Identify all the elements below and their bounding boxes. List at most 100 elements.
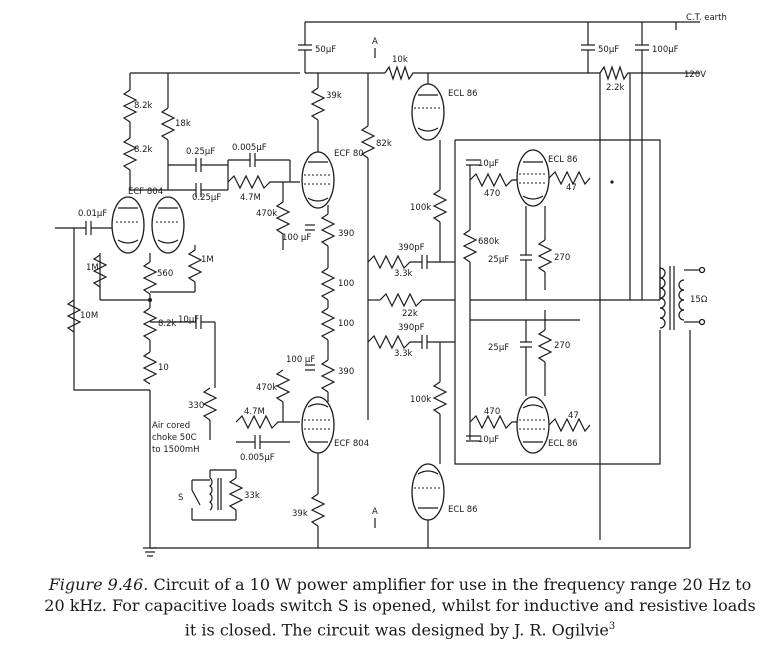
ecf804-left-label: ECF 804 [128,187,163,197]
c25uf-top-label: 25µF [488,255,509,265]
r680k-label: 680k [478,237,499,247]
r22k-label: 2.2k [606,83,625,93]
resistor-680k [462,229,478,263]
r100k-top-label: 100k [410,203,431,213]
r100-a-label: 100 [338,279,354,289]
resistor-390-top [320,213,336,247]
figure-number: Figure 9.46. [48,575,149,594]
r390-top-label: 390 [338,229,354,239]
c390pf-top-label: 390pF [398,243,425,253]
c10uf-mid-label: 10µF [178,315,199,325]
choke-label-2: choke 50C [152,433,197,443]
tube-ecl86-lower-right [516,396,550,454]
r82k-a-label: 8.2k [134,101,153,111]
resistor-8-2k-a [122,89,138,123]
r82k-b-label: 8.2k [134,145,153,155]
r33k-bottom-label: 3.3k [394,349,413,359]
c0005-bottom-label: 0.005µF [240,453,275,463]
resistor-470k-top [275,201,291,235]
resistor-3-3k-bottom [367,334,422,350]
resistor-470-bottom [469,414,517,430]
resistor-390-bottom [320,359,336,393]
c10uf-r-bottom-label: 10µF [478,435,499,445]
ohm15-label: 15Ω [690,295,708,305]
resistor-4-7m-top [227,174,300,190]
r1m-b-label: 1M [201,255,214,265]
ground-symbol [143,547,157,557]
r330-label: 330 [188,401,204,411]
r10-label: 10 [158,363,169,373]
point-a-bottom-label: A [372,507,378,517]
choke-label-1: Air cored [152,421,190,431]
c025-a-label: 0.25µF [186,147,215,157]
ecl86-bottom-label: ECL 86 [448,505,478,515]
resistor-470-top [469,172,517,188]
supply-rails [73,21,700,549]
r18k-label: 18k [175,119,191,129]
resistor-18k [160,107,176,141]
r470k-top-label: 470k [256,209,277,219]
capacitor-100uf-right [635,22,649,73]
c50-top-label: 50µF [315,45,336,55]
resistor-22k [379,292,455,308]
resistor-39k-bottom [310,493,326,527]
resistor-100-a [320,267,336,301]
switch-s [191,479,210,521]
resistor-100k-bottom [432,381,448,415]
r1m-a-label: 1M [86,263,99,273]
resistor-470k-bottom [275,369,291,403]
r100-b-label: 100 [338,319,354,329]
r47m-top-label: 4.7M [240,193,261,203]
resistor-10 [142,351,158,385]
resistor-4-7m-bottom [235,414,300,430]
tube-ecf804-left [111,196,185,254]
r470-top-label: 470 [484,189,500,199]
resistor-330 [202,387,218,421]
r270-bottom-label: 270 [554,341,570,351]
output-transformer [659,266,706,548]
choke-label-3: to 1500mH [152,445,200,455]
resistor-1m-a [92,254,108,288]
r100k-bottom-label: 100k [410,395,431,405]
resistor-100-b [320,307,336,341]
resistor-2-2k [599,65,630,81]
resistor-1m-b [187,249,203,283]
tube-ecl86-top [411,83,445,141]
ecf80-top-label: ECF 80 [334,149,364,159]
c50-right-label: 50µF [598,45,619,55]
ecl86-top-label: ECL 86 [448,89,478,99]
r47-top-label: 47 [566,183,577,193]
c10uf-r-top-label: 10µF [478,159,499,169]
v120-label: 120V [684,70,706,80]
c100-right-label: 100µF [652,45,679,55]
resistor-100k-top [432,189,448,223]
r47-bottom-label: 47 [568,411,579,421]
r47m-bottom-label: 4.7M [244,407,265,417]
c001-label: 0.01µF [78,209,107,219]
ecl86-upper-right-label: ECL 86 [548,155,578,165]
tube-ecl86-bottom [411,463,445,521]
resistor-8-2k-b [122,137,138,171]
r82k-c-label: 8.2k [158,319,177,329]
c100uf-top-label: 100 µF [282,233,311,243]
output-frame-top [455,139,661,300]
amplifier-schematic: C.T. earth 120V 50µF A 10k 50µF 100µF 2.… [55,13,727,557]
r22k-mid-label: 22k [402,309,418,319]
resistor-47-bottom [548,417,591,433]
resistor-270-top [537,239,553,273]
resistor-3-3k-top [367,254,422,270]
resistor-33k [228,477,244,511]
resistor-10k [384,65,415,81]
resistor-82k [360,125,376,159]
r390-bottom-label: 390 [338,367,354,377]
r560-label: 560 [157,269,173,279]
r33k-top-label: 3.3k [394,269,413,279]
resistor-47-top [548,170,591,186]
r82k-label: 82k [376,139,392,149]
resistor-10m [66,299,82,333]
tube-ecf80-top [301,151,335,209]
c25uf-bottom-label: 25µF [488,343,509,353]
resistor-270-bottom [537,329,553,363]
r39k-top-label: 39k [326,91,342,101]
c390pf-bottom-label: 390pF [398,323,425,333]
